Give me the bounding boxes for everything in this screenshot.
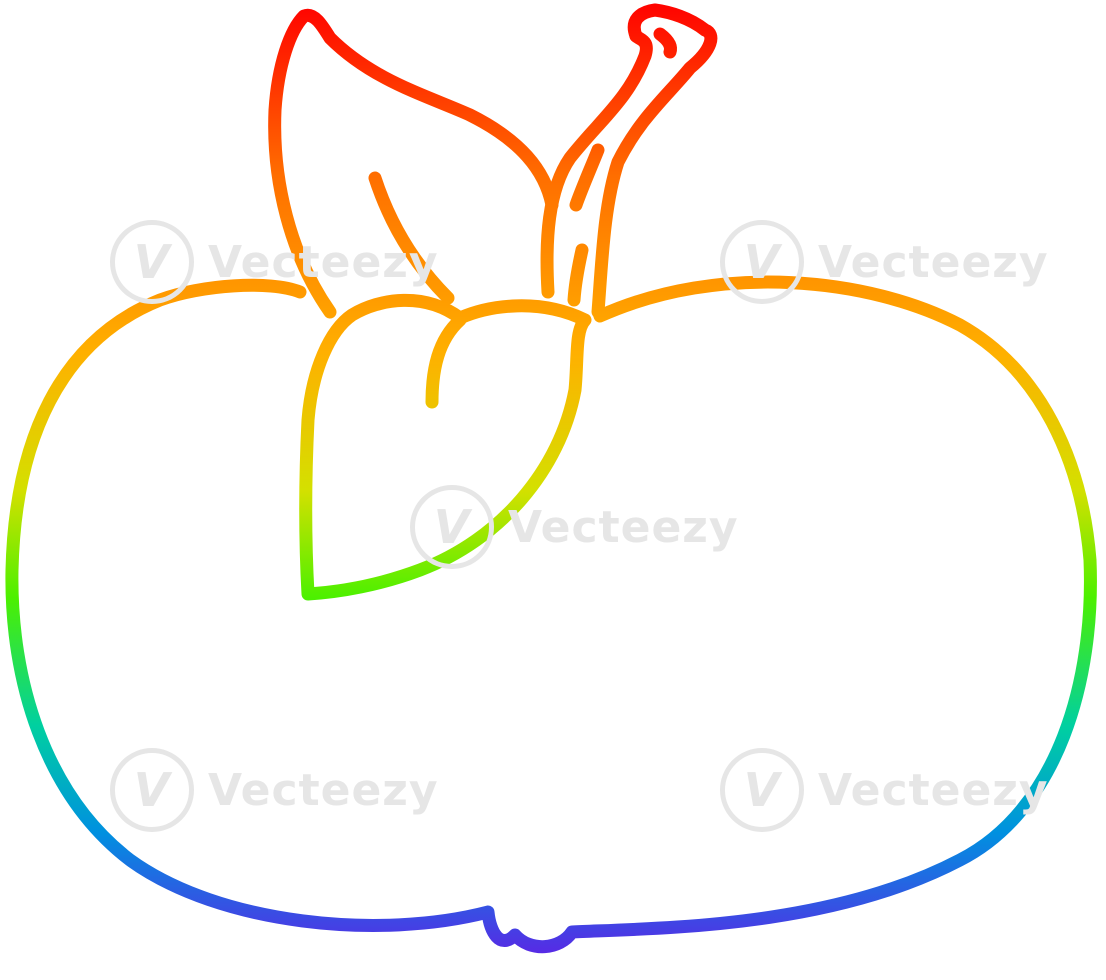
stem-stripe-1 xyxy=(569,143,605,212)
apple-body-outline xyxy=(5,275,1097,954)
top-leaf-outline xyxy=(268,8,559,319)
front-leaf-vein xyxy=(425,313,467,409)
stem-right-edge xyxy=(591,3,718,319)
stem-left-edge xyxy=(540,29,653,299)
front-leaf-outline xyxy=(299,293,592,601)
top-leaf-vein xyxy=(368,171,455,305)
stem-cap-detail xyxy=(653,27,677,59)
stem-stripe-2 xyxy=(567,243,589,307)
